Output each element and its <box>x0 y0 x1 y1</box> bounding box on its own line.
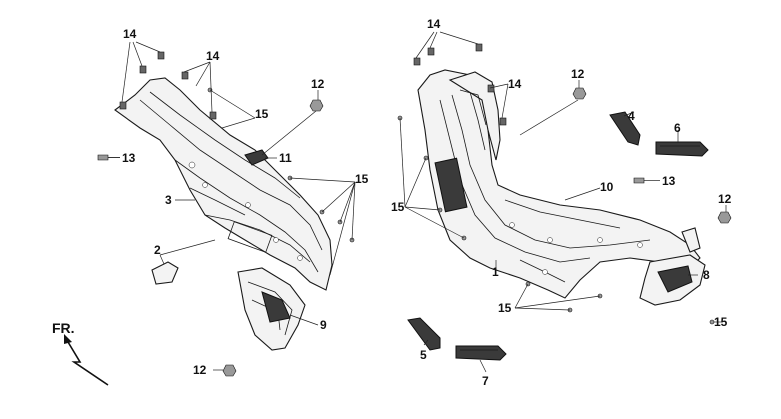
callout-label: 4 <box>628 109 635 123</box>
trim-part-7 <box>455 345 507 361</box>
right-clips-14 <box>413 43 507 126</box>
callout-label: 13 <box>662 174 676 188</box>
callout-label: 14 <box>427 17 441 31</box>
callout-label: 14 <box>206 49 220 63</box>
callout-label: 1 <box>492 265 499 279</box>
leader-lines <box>108 31 727 373</box>
callout-label: 15 <box>714 315 728 329</box>
left-body-cover-part-3 <box>114 77 333 291</box>
front-direction-label: FR. <box>52 320 75 336</box>
callout-label: 15 <box>355 172 369 186</box>
right-nut-12-top <box>572 87 587 100</box>
callout-label: 15 <box>498 301 512 315</box>
callout-label: 2 <box>154 243 161 257</box>
trim-part-6 <box>655 141 709 157</box>
callout-label: 5 <box>420 348 427 362</box>
front-direction-indicator: FR. <box>52 320 109 386</box>
left-nut-12-bottom <box>222 364 237 377</box>
callout-label: 10 <box>600 180 614 194</box>
floor-panel-part-1 <box>417 69 701 299</box>
callout-label: 12 <box>718 192 732 206</box>
left-nut-12-top <box>309 99 324 112</box>
trim-part-5 <box>407 317 441 351</box>
callout-label: 12 <box>571 67 585 81</box>
callout-label: 13 <box>122 151 136 165</box>
right-nut-12-side <box>717 211 732 224</box>
callout-label: 14 <box>123 27 137 41</box>
callout-label: 7 <box>482 374 489 388</box>
right-upper-panel-part-10 <box>448 71 501 161</box>
callout-label: 8 <box>703 268 710 282</box>
left-clips-14 <box>119 51 217 120</box>
left-cap-part-2 <box>151 261 179 285</box>
front-direction-arrow-head <box>64 334 72 344</box>
callout-label: 11 <box>279 151 292 165</box>
callout-labels: 14 14 14 14 12 12 12 12 15 15 15 15 15 1… <box>122 17 732 388</box>
right-screw-13 <box>633 177 645 184</box>
callout-label: 15 <box>391 200 405 214</box>
callout-label: 3 <box>165 193 172 207</box>
callout-label: 14 <box>508 77 522 91</box>
callout-label: 12 <box>311 77 325 91</box>
callout-label: 15 <box>255 107 269 121</box>
callout-label: 12 <box>193 363 207 377</box>
right-rear-bracket-part-8 <box>639 227 706 306</box>
callout-label: 6 <box>674 121 681 135</box>
front-direction-arrow <box>67 341 109 386</box>
trim-part-4 <box>609 111 641 146</box>
left-bracket-part-9 <box>237 267 306 351</box>
callout-label: 9 <box>320 318 327 332</box>
